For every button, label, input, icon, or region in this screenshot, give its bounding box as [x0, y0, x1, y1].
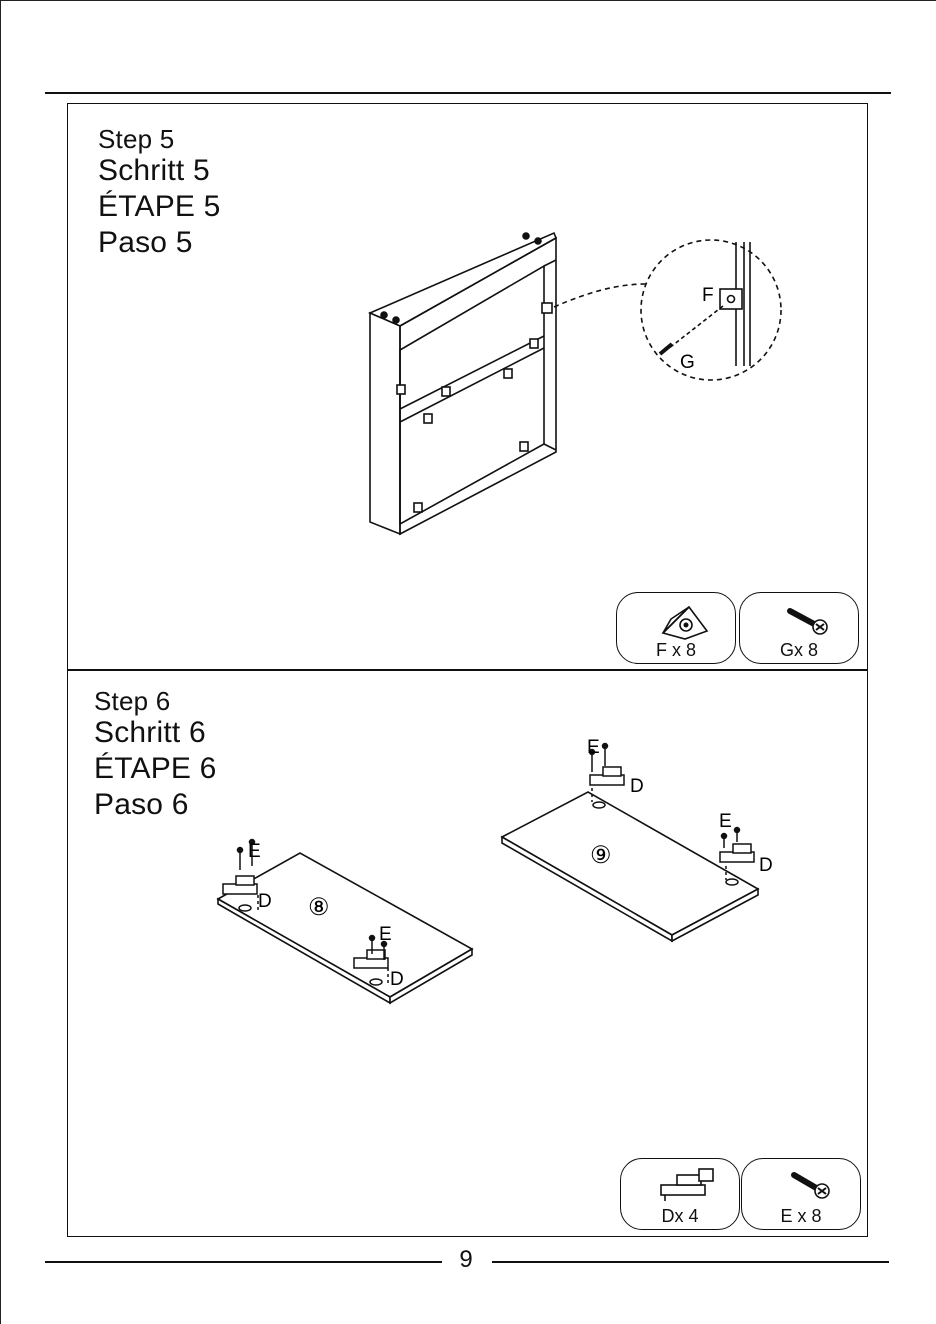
bracket-f [504, 369, 512, 378]
panel-number-8: ⑧ [308, 894, 330, 921]
label-e: E [719, 811, 732, 832]
part-f-count: F x 8 [617, 640, 735, 661]
label-d: D [258, 891, 272, 912]
bracket-f [397, 385, 405, 394]
panel-number-9: ⑨ [590, 842, 612, 869]
footer-rule-right [492, 1261, 889, 1263]
label-d: D [390, 969, 404, 990]
callout-circle [641, 240, 781, 380]
cabinet-shelf-edge [400, 348, 544, 422]
callout-leader [554, 284, 646, 307]
bracket-f [542, 303, 552, 313]
label-e: E [587, 737, 600, 758]
hinge-icon [621, 1161, 741, 1211]
part-e-box: E x 8 [741, 1158, 861, 1230]
bracket-f [424, 414, 432, 423]
cabinet-frame [370, 233, 556, 534]
part-e-count: E x 8 [742, 1206, 860, 1227]
dowel-hole [523, 233, 529, 239]
screw-icon [740, 595, 860, 645]
bracket-f [520, 442, 528, 451]
label-d: D [630, 776, 644, 797]
step-6-illustration: E D ⑧ E D E [68, 670, 869, 1238]
part-f-box: F x 8 [616, 592, 736, 664]
cabinet-front [400, 238, 556, 534]
part-g-count: Gx 8 [740, 640, 858, 661]
cabinet-top [370, 233, 556, 326]
dowel-hole [535, 238, 541, 244]
bracket-f [414, 503, 422, 512]
bracket-f [442, 387, 450, 396]
dowel-hole [393, 317, 399, 323]
page-border-top [0, 0, 936, 1]
cabinet-left-side [370, 313, 400, 534]
step-5-panel: Step 5 Schritt 5 ÉTAPE 5 Paso 5 [67, 103, 868, 671]
bracket-f [530, 339, 538, 348]
screw-icon [742, 1161, 862, 1211]
part-g-box: Gx 8 [739, 592, 859, 664]
page-number: 9 [448, 1246, 484, 1274]
label-e: E [379, 924, 392, 945]
dowel-hole [381, 312, 387, 318]
part-d-box: Dx 4 [620, 1158, 740, 1230]
footer-rule-left [45, 1261, 442, 1263]
header-rule [45, 92, 891, 94]
wedge-bracket-icon [617, 595, 737, 645]
page-border-left [0, 0, 1, 1324]
label-d: D [759, 855, 773, 876]
label-e: E [248, 841, 261, 862]
step-5-illustration: F G [68, 104, 869, 672]
part-d-count: Dx 4 [621, 1206, 739, 1227]
cabinet-shelf [400, 336, 544, 409]
callout-label-f: F [702, 285, 714, 306]
step-6-panel: Step 6 Schritt 6 ÉTAPE 6 Paso 6 [67, 669, 868, 1237]
callout-label-g: G [680, 352, 695, 373]
screw-g-detail [660, 344, 672, 354]
door-panel-8 [218, 853, 472, 1003]
